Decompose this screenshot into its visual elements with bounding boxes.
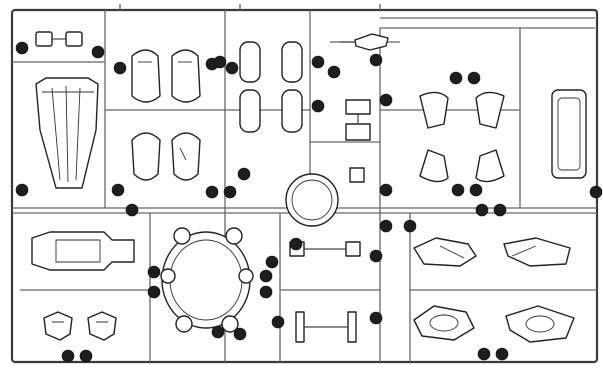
- frame-box-right: [551, 89, 587, 179]
- part-number-badge: [61, 349, 75, 363]
- winged-shoulder-upper-right: [475, 91, 505, 129]
- part-number-badge: [379, 183, 393, 197]
- armor-plate-lower-left: [131, 132, 161, 181]
- part-number-badge: [213, 55, 227, 69]
- part-number-badge: [369, 311, 383, 325]
- small-connector-pair: [35, 31, 83, 47]
- part-number-badge: [15, 183, 29, 197]
- part-number-badge: [225, 61, 239, 75]
- part-number-badge: [379, 93, 393, 107]
- part-number-badge: [469, 183, 483, 197]
- part-number-badge: [147, 285, 161, 299]
- part-number-badge: [265, 255, 279, 269]
- part-number-badge: [379, 219, 393, 233]
- part-number-badge: [449, 71, 463, 85]
- head-visor-shell: [35, 77, 99, 189]
- part-number-badge: [467, 71, 481, 85]
- part-number-badge: [147, 265, 161, 279]
- torso-block: [31, 231, 135, 271]
- part-number-badge: [15, 41, 29, 55]
- part-number-badge: [111, 183, 125, 197]
- part-number-badge: [589, 185, 603, 199]
- part-number-badge: [369, 249, 383, 263]
- part-number-badge: [205, 185, 219, 199]
- part-number-badge: [327, 65, 341, 79]
- part-number-badge: [311, 99, 325, 113]
- small-weapon-piece: [340, 33, 389, 51]
- parts: [31, 31, 587, 343]
- part-number-badge: [125, 203, 139, 217]
- circular-ring-part: [285, 173, 339, 227]
- tall-panel-upper-left: [239, 41, 261, 83]
- part-number-badges: [15, 41, 603, 363]
- part-number-badge: [113, 61, 127, 75]
- thruster-fins-upper: [413, 237, 571, 267]
- part-number-badge: [259, 269, 273, 283]
- winged-shoulder-upper-left: [419, 91, 449, 129]
- part-number-badge: [475, 203, 489, 217]
- part-number-badge: [493, 203, 507, 217]
- tall-panel-lower-right: [281, 89, 303, 133]
- armor-plate-lower-right: [171, 132, 201, 181]
- part-number-badge: [223, 185, 237, 199]
- part-number-badge: [403, 219, 417, 233]
- tall-panel-upper-right: [281, 41, 303, 83]
- part-number-badge: [289, 237, 303, 251]
- part-number-badge: [477, 347, 491, 361]
- part-number-badge: [369, 53, 383, 67]
- part-number-badge: [259, 285, 273, 299]
- oval-frame-ring: [160, 227, 254, 333]
- part-number-badge: [211, 325, 225, 339]
- part-number-badge: [271, 315, 285, 329]
- thruster-fins-lower: [413, 305, 575, 343]
- part-number-badge: [233, 327, 247, 341]
- part-number-badge: [311, 55, 325, 69]
- winged-shoulder-lower-right: [475, 149, 505, 183]
- winged-shoulder-lower-left: [419, 149, 449, 183]
- armor-plate-upper-left: [131, 49, 161, 103]
- long-bar-parts: [295, 311, 357, 343]
- part-number-badge: [451, 183, 465, 197]
- tall-panel-lower-left: [239, 89, 261, 133]
- bracket-joint: [345, 99, 371, 183]
- part-number-badge: [91, 45, 105, 59]
- armor-plate-upper-right: [171, 49, 201, 103]
- part-number-badge: [79, 349, 93, 363]
- foot-clamp-parts: [43, 311, 117, 341]
- part-number-badge: [237, 167, 251, 181]
- part-number-badge: [495, 347, 509, 361]
